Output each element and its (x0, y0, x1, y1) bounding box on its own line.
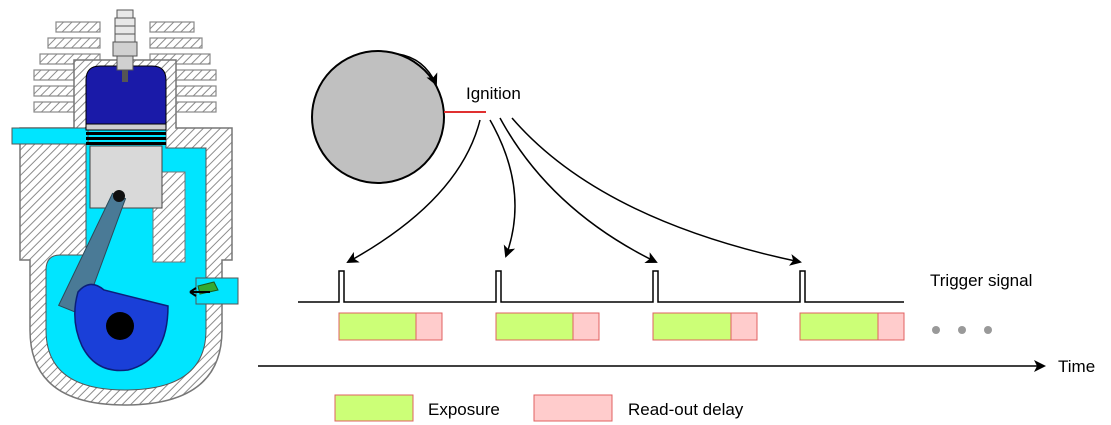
ellipsis-dots (932, 326, 992, 334)
piston (85, 123, 167, 209)
frame-4 (799, 312, 905, 341)
exposure-box (338, 312, 417, 341)
time-axis-label: Time (1058, 357, 1095, 376)
readout-box (415, 312, 443, 341)
readout-box (572, 312, 600, 341)
arrow-to-pulse-3 (499, 117, 658, 263)
ignition-label: Ignition (466, 84, 521, 103)
arrow-to-pulse-1 (346, 119, 481, 263)
arrow-to-pulse-2 (489, 119, 516, 258)
arrow-to-pulse-4 (511, 117, 802, 266)
legend-readout-swatch (533, 394, 613, 422)
frame-2 (495, 312, 600, 341)
spark-plug-icon (112, 9, 138, 82)
legend-readout-label: Read-out delay (628, 400, 744, 419)
readout-box (730, 312, 758, 341)
exposure-box (799, 312, 879, 341)
acquisition-frames (338, 312, 905, 341)
readout-box (877, 312, 905, 341)
legend-exposure-swatch (334, 394, 414, 422)
trigger-signal-line (298, 270, 904, 303)
ignition-arrows (346, 117, 802, 266)
exposure-box (495, 312, 574, 341)
exhaust-port (11, 127, 89, 145)
legend-exposure-label: Exposure (428, 400, 500, 419)
rotation-arrow-icon (397, 53, 438, 86)
intake-arrow-icon (189, 287, 210, 297)
flywheel-icon (311, 50, 445, 184)
trigger-signal-label: Trigger signal (930, 271, 1032, 290)
combustion-chamber (85, 65, 167, 125)
frame-1 (338, 312, 443, 341)
two-stroke-engine-icon (11, 9, 239, 406)
frame-3 (652, 312, 758, 341)
exposure-box (652, 312, 732, 341)
crank-pin (106, 312, 134, 340)
legend: Exposure Read-out delay (334, 394, 744, 422)
piston-pin (113, 190, 125, 202)
